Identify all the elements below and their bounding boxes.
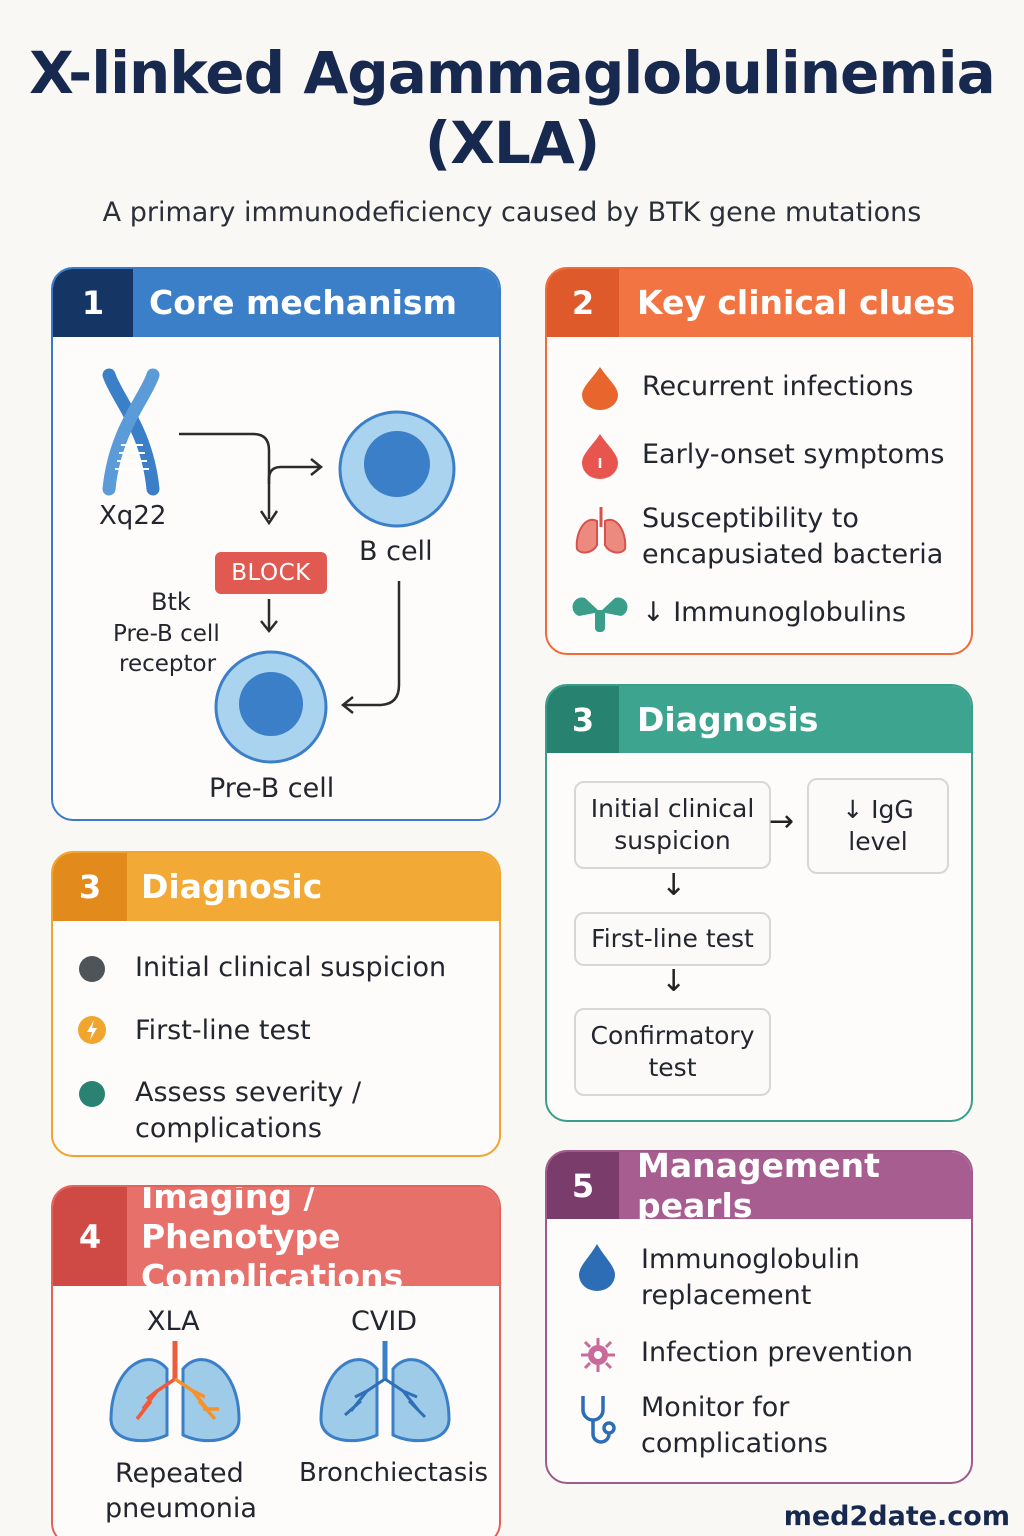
drop-icon [582, 367, 618, 410]
chromosome-icon [102, 368, 160, 496]
xla-caption-line-2: pneumonia [105, 1493, 257, 1524]
card-number: 4 [53, 1187, 127, 1286]
pre-b-receptor-line-2: receptor [119, 651, 217, 677]
diagnosic-card: 3 Diagnosic Initial clinical suspicion F… [51, 851, 501, 1157]
card-title: Diagnosic [141, 867, 323, 906]
management-pearls-card: 5 Management pearls Immunoglobulin repla… [545, 1150, 973, 1484]
page-title: X-linked Agammaglobulinemia (XLA) [0, 38, 1024, 178]
xq22-label: Xq22 [99, 501, 167, 531]
confirmatory-test-box: Confirmatory test [574, 1008, 771, 1096]
antibody-icon [572, 597, 628, 632]
diagnosis-card: 3 Diagnosis Initial clinical suspicion →… [545, 684, 973, 1122]
card-number: 2 [547, 269, 619, 337]
management-pearls-header: 5 Management pearls [547, 1150, 971, 1225]
confirmatory-line-2: test [648, 1053, 697, 1082]
xla-lungs-icon [109, 1341, 241, 1443]
virus-icon [581, 1338, 615, 1372]
clue-recurrent-infections: Recurrent infections [642, 371, 914, 402]
diagnosic-item-severity-line-1: Assess severity / [135, 1077, 362, 1108]
pearl-infection-prevention: Infection prevention [641, 1337, 914, 1368]
initial-suspicion-line-1: Initial clinical [590, 794, 755, 823]
pre-b-cell-icon [214, 650, 328, 764]
diagnosic-item-first-line: First-line test [135, 1015, 311, 1046]
drop-alert-icon [582, 434, 618, 479]
cvid-lungs-icon [319, 1341, 451, 1443]
key-clinical-clues-card: 2 Key clinical clues Recurrent infection… [545, 267, 973, 655]
arrow-down: ↓ [661, 964, 687, 999]
xla-label: XLA [147, 1306, 200, 1337]
first-line-test-box: First-line test [574, 912, 771, 966]
severity-dot [79, 1081, 105, 1107]
b-cell-icon [338, 410, 456, 528]
suspicion-dot [79, 956, 105, 982]
clue-early-onset: Early-onset symptoms [642, 439, 945, 470]
b-cell-label: B cell [359, 536, 433, 567]
arrow-right: → [769, 804, 795, 839]
diagnosic-header: 3 Diagnosic [53, 853, 499, 921]
core-mechanism-header: 1 Core mechanism [53, 269, 499, 337]
key-clinical-clues-header: 2 Key clinical clues [547, 269, 971, 337]
card-title: Core mechanism [149, 283, 457, 322]
igg-level-box: ↓ IgG level [807, 778, 949, 874]
card-number: 3 [53, 853, 127, 921]
card-title: Imaging / Phenotype Complications [141, 1185, 489, 1296]
card-title: Diagnosis [637, 699, 819, 739]
card-title: Key clinical clues [637, 283, 956, 322]
lightning-icon [78, 1016, 106, 1044]
block-badge: BLOCK [215, 552, 327, 594]
imaging-phenotype-header: 4 Imaging / Phenotype Complications [53, 1185, 499, 1296]
pearl-ig-replacement-line-1: Immunoglobulin [641, 1244, 860, 1275]
clue-susceptibility-line-1: Susceptibility to [642, 503, 859, 534]
footer-brand: med2date.com [783, 1501, 1010, 1532]
pearl-monitor-line-1: Monitor for [641, 1392, 790, 1423]
xla-caption-line-1: Repeated [115, 1458, 244, 1489]
cvid-caption: Bronchiectasis [299, 1458, 489, 1488]
pathway-arrows [179, 432, 401, 714]
igg-line-2: level [848, 827, 908, 856]
clue-susceptibility-line-2: encapusiated bacteria [642, 539, 944, 570]
diagnosic-item-suspicion: Initial clinical suspicion [135, 952, 447, 983]
pearl-monitor-line-2: complications [641, 1428, 828, 1459]
first-line-label: First-line test [591, 924, 754, 953]
clue-immunoglobulins: ↓ Immunoglobulins [642, 597, 907, 628]
card-title-line-2: Complications [141, 1256, 404, 1296]
diagnosic-item-severity-line-2: complications [135, 1113, 322, 1144]
imaging-phenotype-card: 4 Imaging / Phenotype Complications XLA … [51, 1185, 501, 1536]
card-title: Management pearls [637, 1150, 880, 1225]
card-number: 5 [547, 1152, 619, 1219]
stethoscope-icon [581, 1396, 616, 1444]
title-line-2: (XLA) [424, 109, 601, 177]
pearl-ig-replacement-line-2: replacement [641, 1280, 812, 1311]
pre-b-receptor-line-1: Pre-B cell [113, 621, 220, 647]
initial-suspicion-box: Initial clinical suspicion [574, 781, 771, 869]
arrow-down: ↓ [661, 868, 687, 903]
btk-label: Btk [151, 588, 191, 616]
igg-line-1: ↓ IgG [842, 795, 914, 824]
diagnosis-header: 3 Diagnosis [547, 686, 971, 753]
core-mechanism-card: 1 Core mechanism Xq22 B cell BLOCK Btk P… [51, 267, 501, 821]
pre-b-cell-label: Pre-B cell [209, 773, 335, 804]
initial-suspicion-line-2: suspicion [614, 826, 731, 855]
card-number: 1 [53, 269, 133, 337]
title-line-1: X-linked Agammaglobulinemia [29, 39, 996, 107]
page-subtitle: A primary immunodeficiency caused by BTK… [102, 197, 922, 228]
lungs-icon [575, 507, 627, 554]
confirmatory-line-1: Confirmatory [590, 1021, 755, 1050]
card-title-line-1: Imaging / Phenotype [141, 1185, 341, 1256]
drop-icon [579, 1244, 615, 1291]
cvid-label: CVID [351, 1306, 418, 1337]
card-number: 3 [547, 686, 619, 753]
